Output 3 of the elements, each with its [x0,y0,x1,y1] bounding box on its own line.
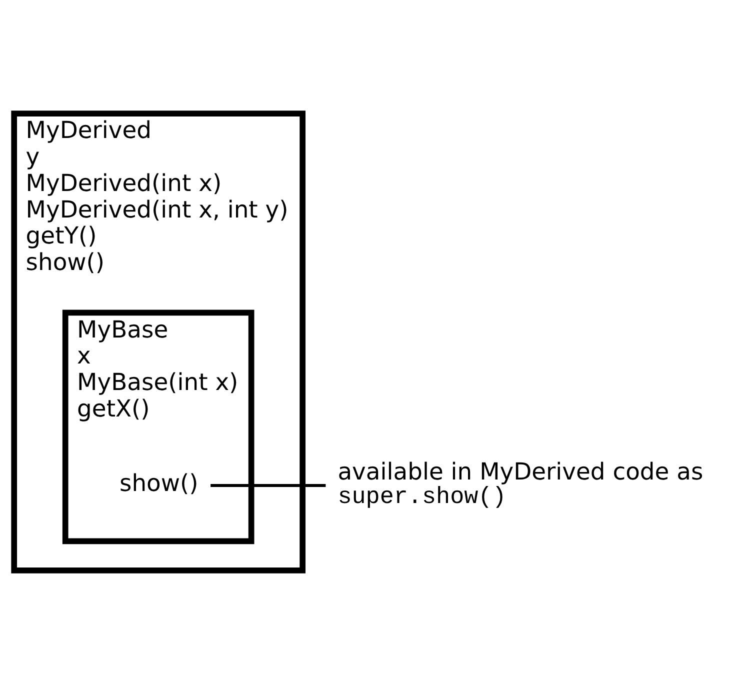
node-text: show() [120,468,198,497]
node-text: available in MyDerived code as super.show() [338,456,704,510]
connector [210,484,326,486]
